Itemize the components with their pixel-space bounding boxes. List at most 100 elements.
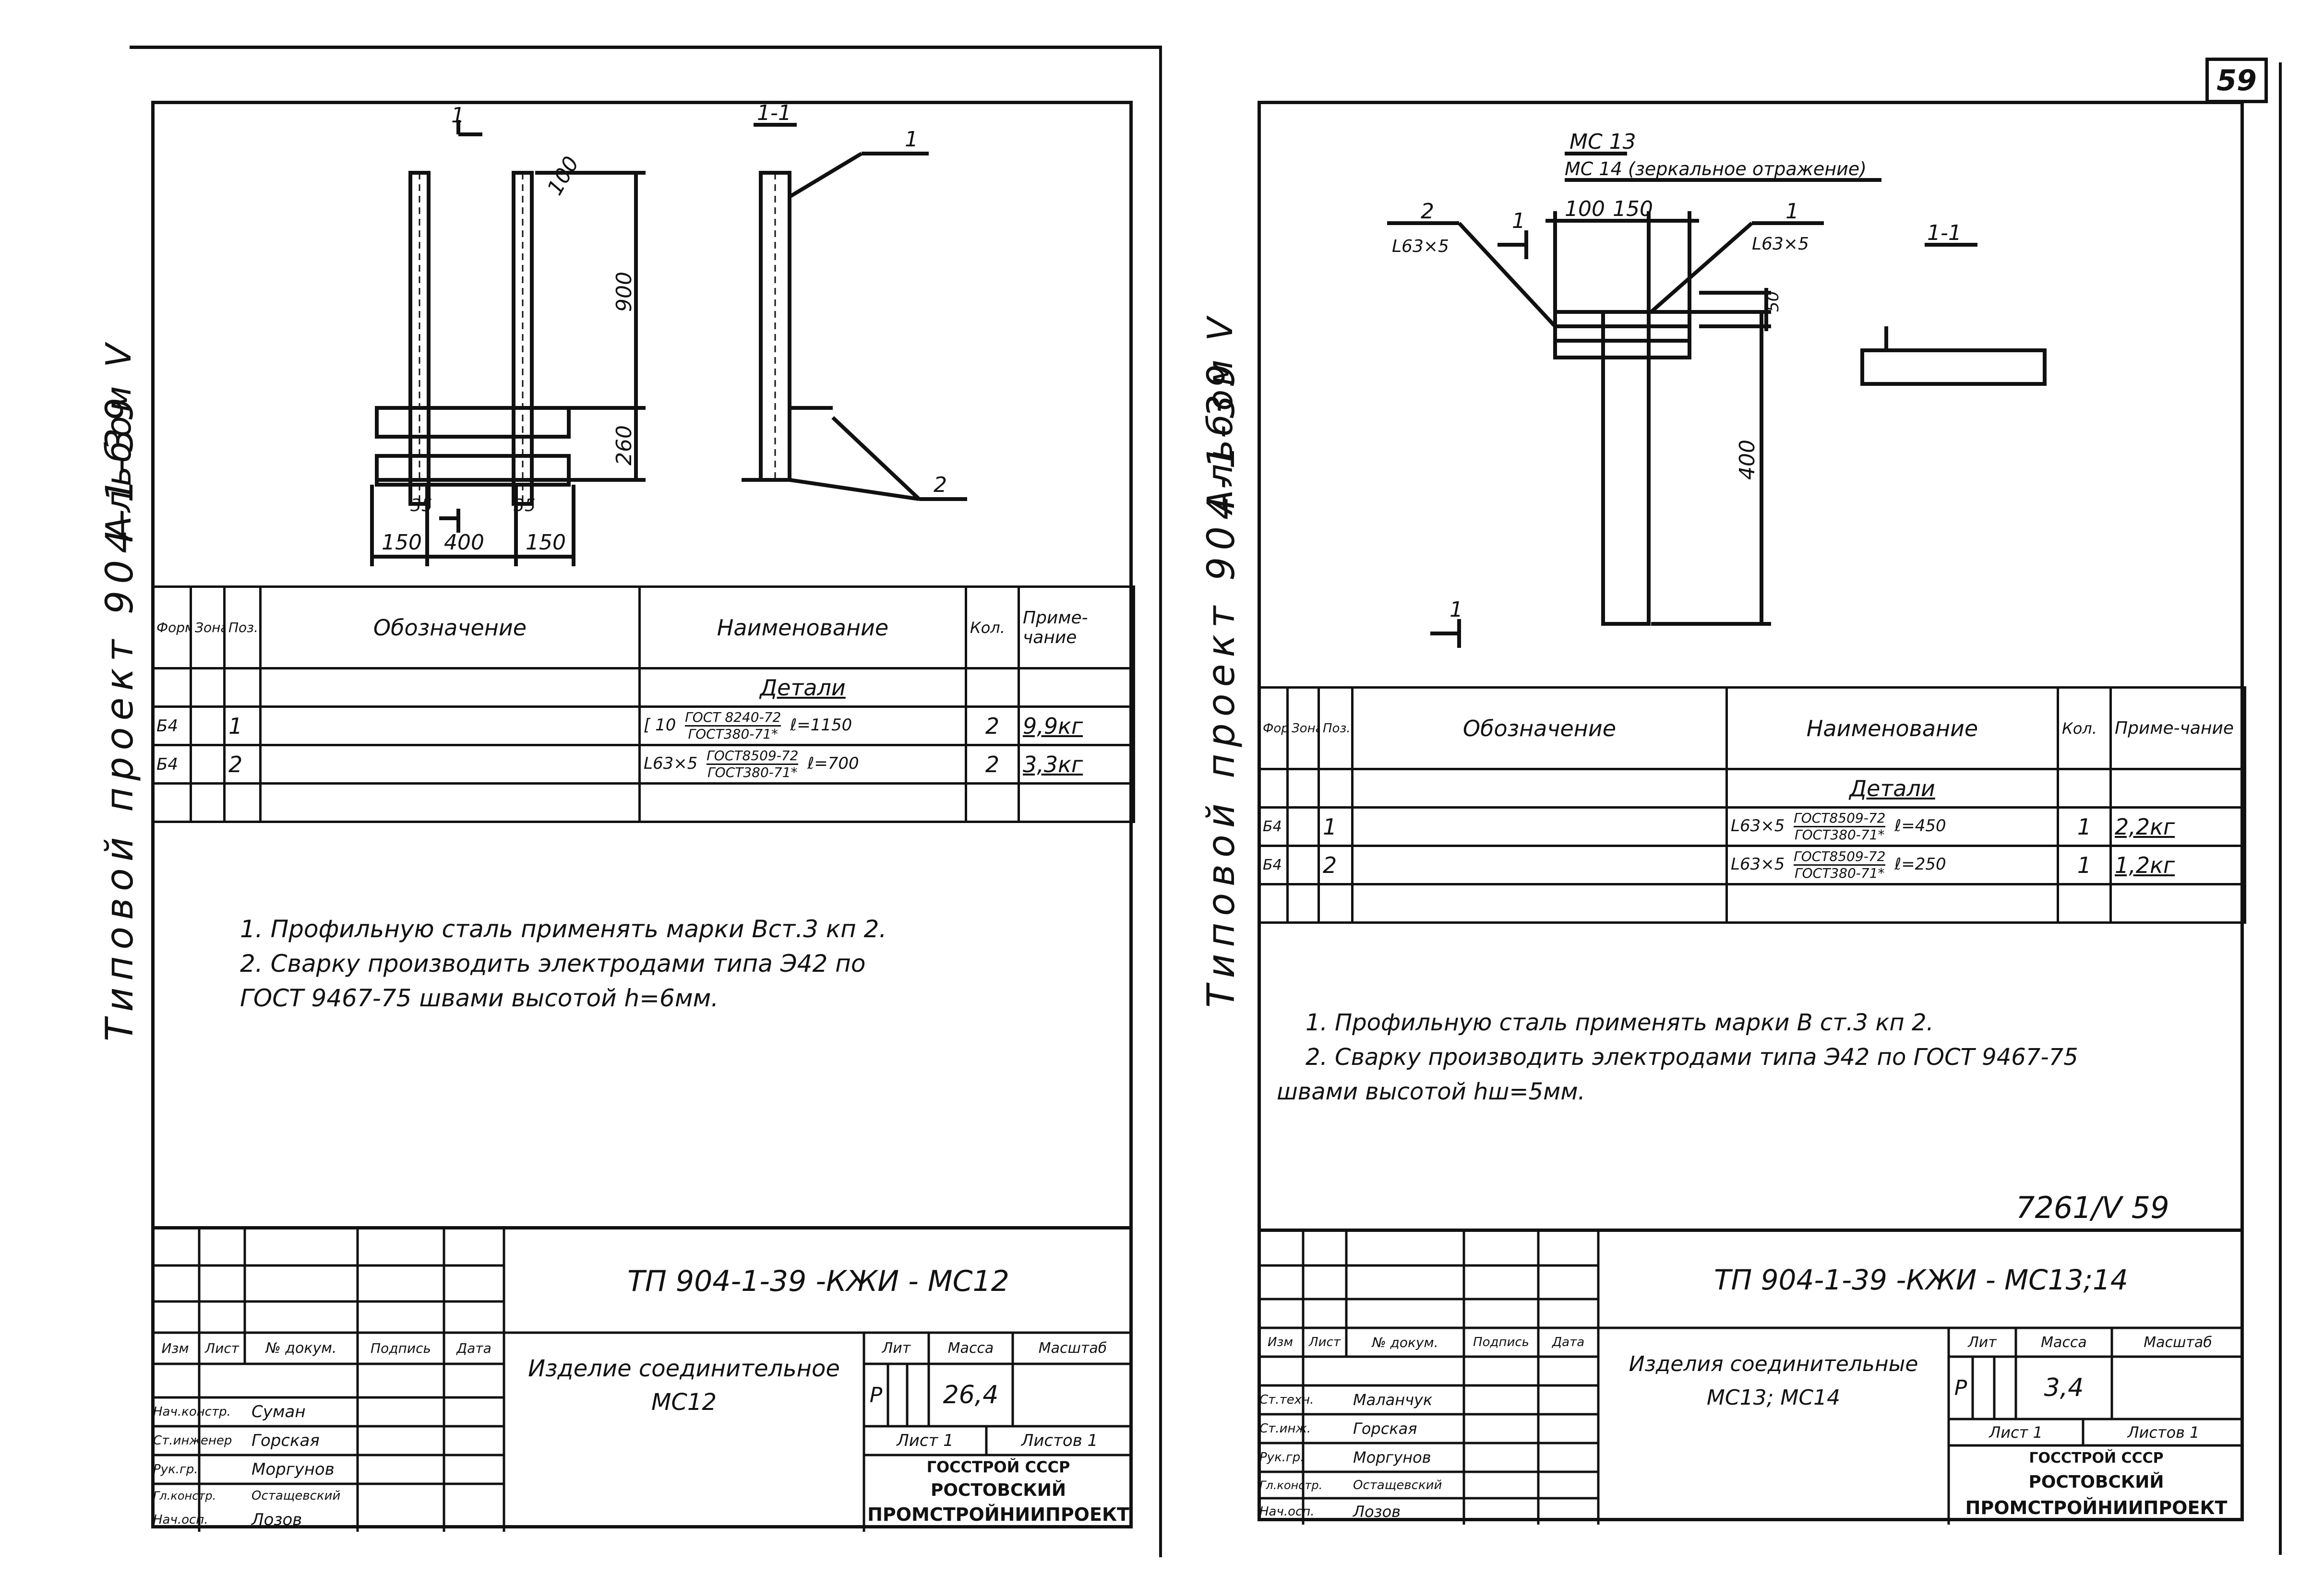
left-section-title: Детали [638, 667, 967, 708]
left-section-view-mark: 1-1 [757, 101, 791, 125]
table-row: Б4 1 [ 10 ГОСТ 8240-72 ГОСТ380-71* ℓ=115… [151, 705, 1135, 746]
left-dim-35b: 35 [514, 496, 536, 515]
right-org-3: Промстройниипроект [1965, 1497, 2228, 1518]
left-dim-100: 100 [542, 152, 584, 199]
left-doc-code: ТП 904-1-39 -КЖИ - МС12 [627, 1264, 1009, 1298]
left-staff-role-5: Нач.осп. [153, 1513, 208, 1527]
left-staff-name-5: Лозов [252, 1510, 302, 1529]
left-row2-qty: 2 [965, 744, 1020, 785]
left-staff-name-2: Горская [252, 1431, 320, 1450]
right-row2-qty: 1 [2057, 845, 2112, 885]
right-sheet: Лист 1 [1989, 1423, 2043, 1442]
left-hdr-zone: Зона [190, 585, 226, 669]
right-hdr-date: Дата [1552, 1335, 1585, 1349]
left-org-2: Ростовский [930, 1480, 1066, 1500]
right-hdr-sign: Подпись [1473, 1335, 1529, 1349]
right-lit-value: Р [1954, 1375, 1967, 1400]
right-side-album: Альбом V [1200, 313, 1240, 513]
right-note-1: 1. Профильную сталь применять марки В ст… [1306, 1009, 1934, 1036]
left-hdr-designation: Обозначение [259, 585, 641, 669]
right-scale-value [2112, 1357, 2244, 1419]
left-callout-2: 2 [934, 473, 947, 497]
left-hdr-mass: Масса [947, 1340, 994, 1357]
left-section-mark: 1 [451, 103, 465, 128]
right-doc-code: ТП 904-1-39 -КЖИ - МС13;14 [1714, 1264, 2128, 1296]
right-hdr-doc: № докум. [1372, 1334, 1438, 1350]
left-dim-35a: 35 [410, 496, 432, 515]
right-staff-role-5: Нач.осп. [1259, 1504, 1315, 1519]
right-hdr-list: Лист [1309, 1335, 1341, 1349]
left-sheets: Листов 1 [1021, 1431, 1098, 1450]
left-hdr-format: Формат [151, 585, 192, 669]
right-row1-gost-bottom: ГОСТ380-71* [1795, 827, 1885, 843]
right-section-mark-b: 1 [1450, 597, 1463, 622]
right-row2-profile: L63×5 [1731, 855, 1785, 874]
right-pos1-profile: L63×5 [1752, 234, 1809, 254]
right-pos2: 2 [1421, 199, 1434, 224]
left-row2-pos: 2 [223, 744, 262, 785]
table-row: Б4 2 L63×5 ГОСТ8509-72 ГОСТ380-71* ℓ=700… [151, 744, 1135, 785]
right-section-title: Детали [1725, 768, 2059, 809]
right-hdr-note: Приме-чание [2109, 686, 2246, 770]
left-item-title: Изделие соединительное [528, 1355, 840, 1382]
right-hdr-mass: Масса [2041, 1334, 2087, 1351]
right-hdr-zone: Зона [1286, 686, 1320, 770]
right-pos1: 1 [1785, 199, 1799, 224]
right-row1-length: ℓ=450 [1894, 816, 1946, 835]
left-row1-length: ℓ=1150 [790, 716, 852, 735]
right-note-3: швами высотой hш=5мм. [1277, 1078, 1585, 1105]
left-notes: 1. Профильную сталь применять марки Вст.… [240, 912, 886, 1015]
right-row1-pos: 1 [1318, 806, 1354, 847]
left-row1-gost-top: ГОСТ 8240-72 [685, 710, 781, 727]
left-hdr-lit: Лит [882, 1340, 911, 1357]
left-staff-role-4: Гл.констр. [153, 1489, 216, 1503]
right-hdr-pos: Поз. [1318, 686, 1354, 770]
right-staff-role-1: Ст.техн. [1259, 1393, 1314, 1407]
left-hdr-sign: Подпись [371, 1340, 431, 1356]
right-org-1: Госстрой СССР [2029, 1449, 2164, 1467]
right-dim-150: 150 [1613, 197, 1653, 221]
right-row1-qty: 1 [2057, 806, 2112, 847]
left-hdr-name: Наименование [638, 585, 967, 669]
left-row2-gost-bottom: ГОСТ380-71* [707, 764, 798, 780]
left-spec-table: Формат Зона Поз. Обозначение Наименовани… [151, 585, 1135, 823]
right-hdr-lit: Лит [1968, 1334, 1997, 1351]
left-row2-note: 3,3кг [1018, 744, 1135, 785]
right-staff-name-3: Моргунов [1353, 1448, 1431, 1467]
right-hdr-format: Формат [1258, 686, 1289, 770]
right-item-mark: МС13; МС14 [1706, 1385, 1841, 1410]
right-staff-name-1: Маланчук [1353, 1391, 1433, 1409]
right-row2-pos: 2 [1318, 845, 1354, 885]
left-hdr-date: Дата [456, 1340, 491, 1356]
right-row2-note: 1,2кг [2109, 845, 2246, 885]
right-staff-name-4: Остащевский [1353, 1478, 1442, 1492]
table-row: Б4 2 L63×5 ГОСТ8509-72 ГОСТ380-71* ℓ=250… [1258, 845, 2246, 885]
right-staff-role-4: Гл.констр. [1259, 1478, 1323, 1492]
right-hdr-izm: Изм [1268, 1335, 1293, 1349]
left-dim-260: 260 [612, 425, 636, 465]
left-staff-role-1: Нач.констр. [153, 1405, 231, 1419]
left-hdr-qty: Кол. [965, 585, 1020, 669]
left-row1-profile: [ 10 [644, 716, 676, 735]
right-spec-table: Формат Зона Поз. Обозначение Наименовани… [1258, 686, 2246, 924]
left-row1-note: 9,9кг [1018, 705, 1135, 746]
right-title-block: ТП 904-1-39 -КЖИ - МС13;14 Изм Лист № до… [1258, 1229, 2244, 1525]
right-staff-name-2: Горская [1353, 1420, 1417, 1438]
left-note-1: 1. Профильную сталь применять марки Вст.… [240, 915, 887, 943]
right-note-2: 2. Сварку производить электродами типа Э… [1306, 1044, 2078, 1071]
right-archive-number: 7261/V 59 [2016, 1190, 2169, 1225]
left-lit-value: Р [869, 1383, 883, 1408]
left-item-mark: МС12 [651, 1389, 717, 1416]
page-number: 59 [2216, 63, 2257, 97]
left-scale-value [1013, 1364, 1133, 1426]
left-org-3: Промстройниипроект [867, 1503, 1129, 1525]
right-hdr-designation: Обозначение [1351, 686, 1728, 770]
right-pos2-profile: L63×5 [1392, 237, 1449, 256]
right-org-2: Ростовский [2028, 1472, 2164, 1492]
left-sheet: Лист 1 [897, 1431, 954, 1450]
center-fold-line [1159, 46, 1162, 1557]
left-hdr-doc: № докум. [265, 1340, 337, 1357]
right-item-title: Изделия соединительные [1629, 1351, 1918, 1376]
left-row2-format: Б4 [151, 744, 192, 785]
right-row2-length: ℓ=250 [1894, 855, 1946, 874]
